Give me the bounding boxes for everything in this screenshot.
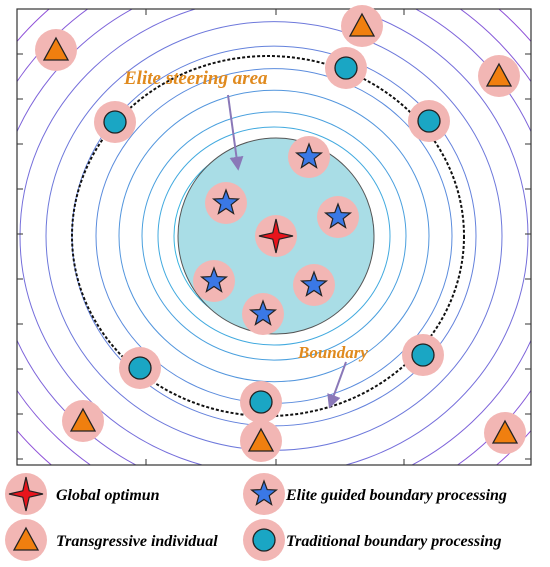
legend-global-optimum-label: Global optimun xyxy=(56,487,160,504)
plot-frame xyxy=(16,8,532,466)
legend-elite-guided-label: Elite guided boundary processing xyxy=(285,487,507,504)
legend-transgressive-label: Transgressive individual xyxy=(56,533,218,550)
legend-triangle-icon xyxy=(5,519,47,561)
traditional-boundary-individual xyxy=(240,381,282,423)
traditional-boundary-individual xyxy=(119,347,161,389)
boundary-label: Boundary xyxy=(297,343,368,362)
traditional-boundary-individual xyxy=(94,101,136,143)
contour-ring xyxy=(19,9,529,465)
contour-ring xyxy=(118,89,430,383)
boundary-arrow xyxy=(327,361,347,409)
global-optimum-marker xyxy=(255,215,297,257)
transgressive-individual xyxy=(484,412,526,454)
transgressive-individual xyxy=(478,55,520,97)
elite-guided-individual xyxy=(205,182,247,224)
traditional-boundary-individual xyxy=(408,100,450,142)
transgressive-individual xyxy=(240,420,282,462)
elite-guided-individual xyxy=(193,260,235,302)
legend-traditional-label: Traditional boundary processing xyxy=(286,533,501,550)
elite-guided-individual xyxy=(242,293,284,335)
legend: Global optimun Elite guided boundary pro… xyxy=(5,473,507,561)
legend-star-icon xyxy=(243,473,285,515)
transgressive-individual xyxy=(35,29,77,71)
traditional-boundary-individual xyxy=(325,47,367,89)
transgressive-individual xyxy=(62,400,104,442)
contour-ring xyxy=(141,111,407,361)
traditional-boundary-individual xyxy=(402,334,444,376)
axis-ticks xyxy=(17,9,531,465)
markers xyxy=(35,5,526,462)
elite-area-arrow xyxy=(227,94,244,171)
contour-ring xyxy=(157,126,391,346)
legend-circle-icon xyxy=(243,519,285,561)
elite-guided-individual xyxy=(293,264,335,306)
elite-area-label: Elite steering area xyxy=(123,68,268,89)
elite-guided-individual xyxy=(317,196,359,238)
elite-guided-individual xyxy=(288,136,330,178)
legend-global-optimum-marker xyxy=(5,473,47,515)
legend-traditional-marker xyxy=(243,519,285,561)
transgressive-individual xyxy=(341,5,383,47)
legend-transgressive-marker xyxy=(5,519,47,561)
legend-global-icon xyxy=(5,473,47,515)
legend-elite-guided-marker xyxy=(243,473,285,515)
